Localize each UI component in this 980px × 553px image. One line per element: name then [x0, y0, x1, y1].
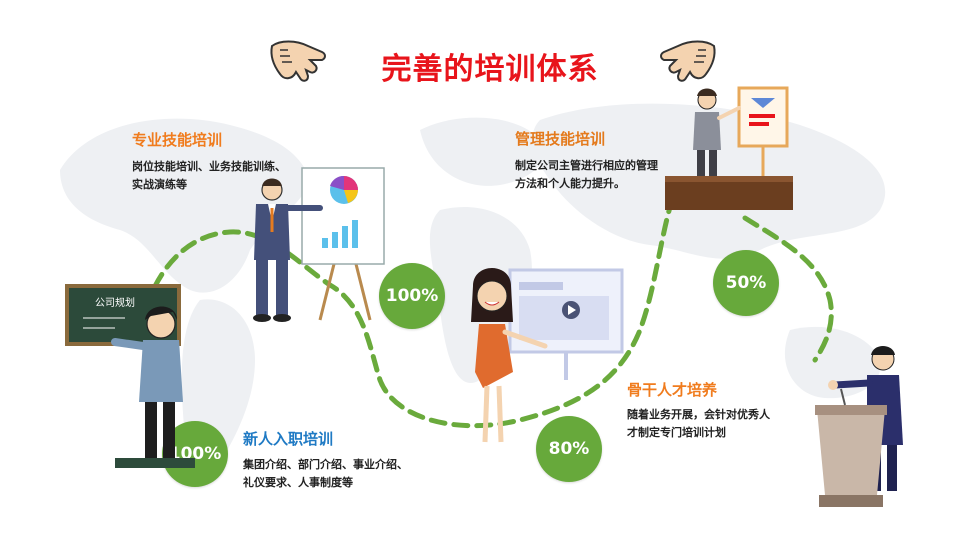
pointing-hand-icon	[660, 40, 716, 82]
newcomer-training-desc: 集团介绍、部门介绍、事业介绍、 礼仪要求、人事制度等	[243, 456, 408, 492]
backbone-training-desc: 随着业务开展，会针对优秀人 才制定专门培训计划	[627, 406, 770, 442]
skills-training-desc-line1: 岗位技能培训、业务技能训练、	[132, 160, 286, 173]
management-training-desc-line1: 制定公司主管进行相应的管理	[515, 159, 658, 172]
management-training-heading: 管理技能培训	[515, 130, 606, 148]
teacher-chalkboard-illustration: 公司规划	[65, 284, 195, 468]
backbone-training-desc-line2: 才制定专门培训计划	[627, 426, 726, 439]
presenter-easel-illustration	[253, 167, 385, 322]
newcomer-training-desc-line1: 集团介绍、部门介绍、事业介绍、	[243, 458, 408, 471]
chalkboard-text: 公司规划	[95, 296, 135, 309]
management-progress-badge: 50%	[713, 250, 779, 316]
skills-training-desc-line2: 实战演练等	[132, 178, 187, 191]
management-training-desc: 制定公司主管进行相应的管理 方法和个人能力提升。	[515, 157, 658, 193]
page-title: 完善的培训体系	[381, 52, 599, 87]
speaker-podium-illustration	[815, 346, 903, 507]
woman-presentation-illustration	[471, 268, 624, 443]
pointing-hand-icon	[270, 40, 326, 82]
backbone-training-heading: 骨干人才培养	[627, 381, 718, 399]
skills-training-heading: 专业技能培训	[132, 131, 223, 149]
manager-stage-illustration	[665, 86, 793, 210]
skills-progress-badge: 100%	[379, 263, 445, 329]
management-training-desc-line2: 方法和个人能力提升。	[515, 177, 625, 190]
backbone-training-desc-line1: 随着业务开展，会针对优秀人	[627, 408, 770, 421]
newcomer-training-heading: 新人入职培训	[243, 430, 334, 448]
skills-training-desc: 岗位技能培训、业务技能训练、 实战演练等	[132, 158, 286, 194]
newcomer-training-desc-line2: 礼仪要求、人事制度等	[243, 476, 353, 489]
backbone-progress-badge: 80%	[536, 416, 602, 482]
